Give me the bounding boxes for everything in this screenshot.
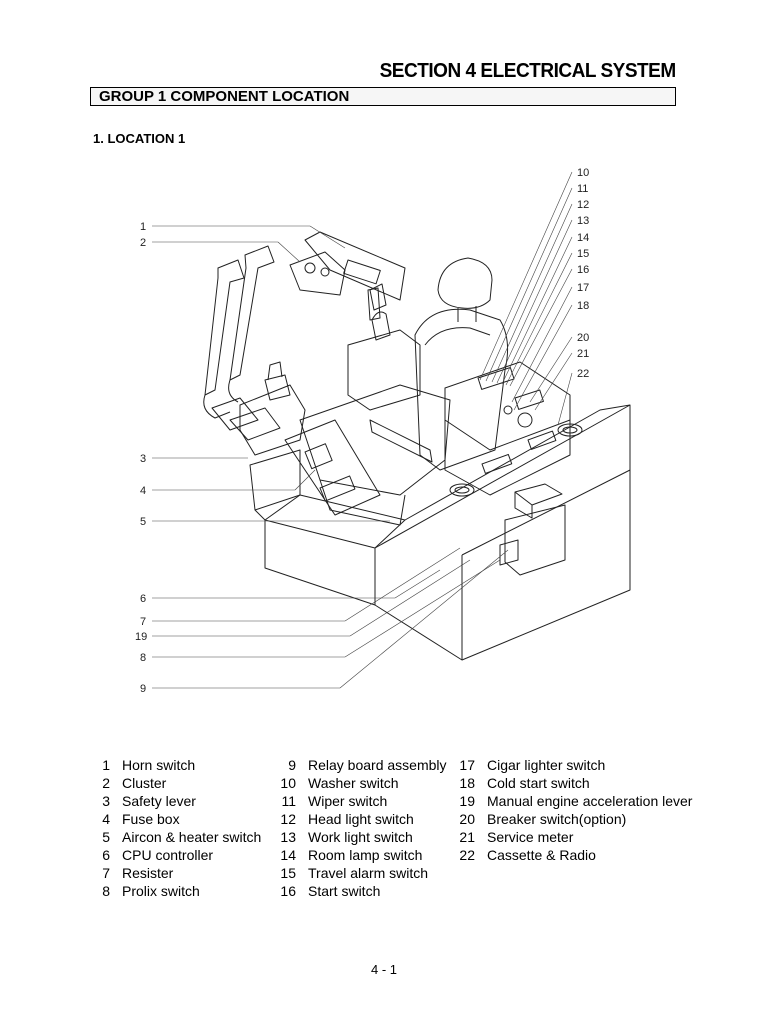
- callout-18: 18: [577, 300, 589, 312]
- callout-13: 13: [577, 215, 589, 227]
- callout-2: 2: [140, 237, 146, 249]
- callout-20: 20: [577, 332, 589, 344]
- callout-19: 19: [135, 631, 147, 643]
- page-number: 4 - 1: [370, 962, 397, 977]
- left-callouts: 1 2 3 4 5 6 7 19 8 9: [135, 221, 147, 695]
- callout-7: 7: [140, 616, 146, 628]
- callout-17: 17: [577, 282, 589, 294]
- travel-lever-left: [204, 259, 245, 396]
- base-platform: [374, 404, 631, 661]
- section-title: SECTION 4 ELECTRICAL SYSTEM: [379, 60, 677, 82]
- right-joystick-box: [347, 329, 421, 411]
- callout-6: 6: [140, 593, 146, 605]
- callout-10: 10: [577, 167, 589, 179]
- callout-21: 21: [577, 348, 589, 360]
- operator-cab-component-diagram: 1 2 3 4 5 6 7 19 8 9 10 11 12 13 14 15 1…: [135, 167, 631, 695]
- callout-1: 1: [140, 221, 146, 233]
- callout-4: 4: [140, 485, 146, 497]
- left-console: [284, 419, 381, 516]
- vent-left: [449, 483, 475, 497]
- location-title: 1. LOCATION 1: [93, 131, 186, 146]
- callout-22: 22: [577, 368, 589, 380]
- group-title: GROUP 1 COMPONENT LOCATION: [99, 88, 350, 105]
- callout-8: 8: [140, 652, 146, 664]
- armrest: [369, 419, 433, 463]
- cassette-block: [514, 483, 563, 506]
- callout-11: 11: [577, 183, 588, 195]
- vent-right: [557, 423, 583, 437]
- callout-12: 12: [577, 199, 589, 211]
- headrest: [437, 257, 493, 309]
- base-top-edge: [404, 404, 631, 521]
- left-joystick-pod: [239, 384, 306, 456]
- callout-9: 9: [140, 683, 146, 695]
- callout-15: 15: [577, 248, 589, 260]
- callout-16: 16: [577, 264, 589, 276]
- callout-14: 14: [577, 232, 589, 244]
- right-callouts: 10 11 12 13 14 15 16 17 18 20 21 22: [577, 167, 589, 380]
- travel-lever-right: [229, 245, 275, 381]
- callout-3: 3: [140, 453, 146, 465]
- group-title-box: GROUP 1 COMPONENT LOCATION: [90, 87, 676, 106]
- cluster-panel: [304, 231, 406, 301]
- floor-pedal: [211, 397, 259, 431]
- seat-back: [414, 308, 509, 471]
- seat-cushion: [299, 384, 451, 496]
- callout-5: 5: [140, 516, 146, 528]
- cluster-display: [289, 251, 346, 296]
- pedestal-front: [264, 519, 376, 606]
